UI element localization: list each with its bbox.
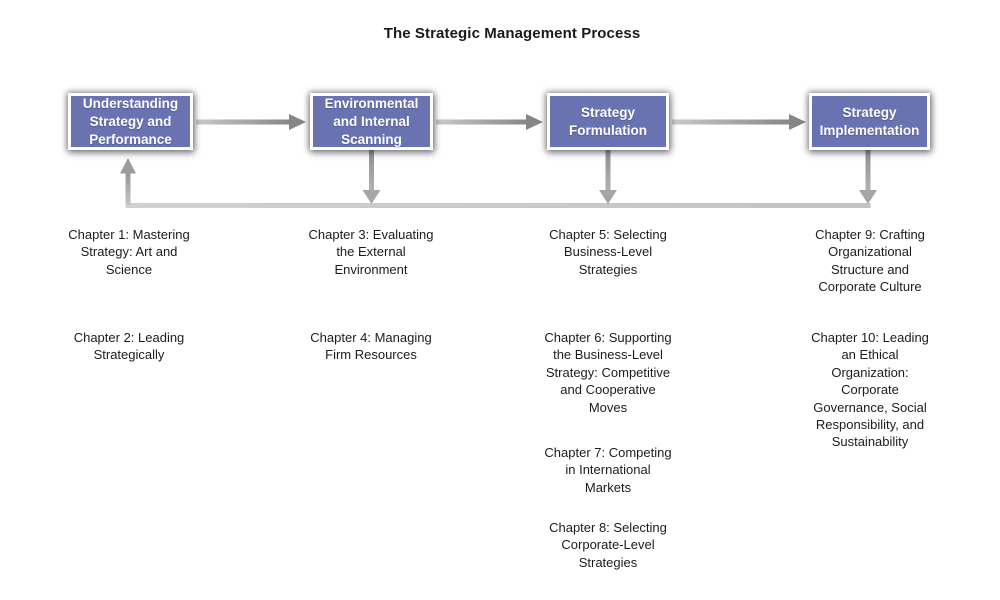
arrow-stage2-to-stage3 bbox=[436, 114, 543, 130]
arrow-stage3-to-stage4 bbox=[672, 114, 806, 130]
chapter-9-label: Chapter 9: Crafting Organizational Struc… bbox=[815, 227, 925, 295]
stage-box-label: Environmental and Internal Scanning bbox=[324, 95, 419, 147]
stage-box-label: Strategy Implementation bbox=[819, 104, 920, 138]
chapter-4-label: Chapter 4: Managing Firm Resources bbox=[310, 330, 432, 363]
chapter-2-label: Chapter 2: Leading Strategically bbox=[73, 330, 185, 363]
down-arrow-implementation bbox=[859, 150, 877, 204]
diagram-title: The Strategic Management Process bbox=[383, 25, 641, 42]
chapter-1-label: Chapter 1: Mastering Strategy: Art and S… bbox=[68, 227, 190, 277]
stage-box-environmental-and-internal-scanning: Environmental and Internal Scanning bbox=[310, 93, 433, 150]
chapter-5-label: Chapter 5: Selecting Business-Level Stra… bbox=[549, 227, 667, 277]
chapter-3-label: Chapter 3: Evaluating the External Envir… bbox=[308, 227, 434, 277]
stage-box-understanding-strategy-and-performance: Understanding Strategy and Performance bbox=[68, 93, 193, 150]
stage-box-strategy-implementation: Strategy Implementation bbox=[809, 93, 930, 150]
down-arrow-formulation bbox=[599, 150, 617, 204]
chapter-7-label: Chapter 7: Competing in International Ma… bbox=[544, 445, 672, 495]
chapter-10-label: Chapter 10: Leading an Ethical Organizat… bbox=[811, 330, 929, 450]
stage-box-label: Strategy Formulation bbox=[569, 104, 647, 138]
stage-box-strategy-formulation: Strategy Formulation bbox=[547, 93, 669, 150]
down-arrow-scanning bbox=[362, 150, 381, 204]
chapter-8-label: Chapter 8: Selecting Corporate-Level Str… bbox=[549, 520, 667, 570]
feedback-loop-line bbox=[120, 158, 871, 208]
arrow-stage1-to-stage2 bbox=[196, 114, 306, 130]
chapter-6-label: Chapter 6: Supporting the Business-Level… bbox=[544, 330, 672, 415]
stage-box-label: Understanding Strategy and Performance bbox=[82, 95, 179, 147]
